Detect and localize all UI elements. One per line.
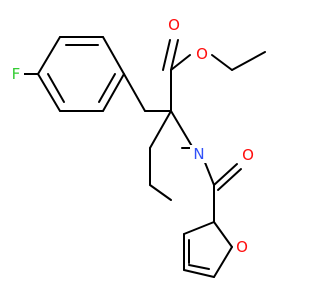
atom-label-furan-oxygen: O bbox=[233, 238, 251, 256]
ester-carbonyl-oxygen-label: O bbox=[168, 16, 180, 34]
piperidine-ring bbox=[149, 110, 194, 201]
atom-label-ester-oxygen: O bbox=[193, 45, 211, 63]
furan-ring bbox=[183, 221, 233, 278]
fluorophenyl-ring bbox=[37, 36, 125, 112]
atom-label-carbonyl-oxygen: O bbox=[166, 16, 182, 34]
furoyl-group bbox=[203, 159, 242, 223]
atom-label-fluorine: F bbox=[8, 65, 24, 83]
molecule-structure: F O O N O O bbox=[8, 16, 266, 278]
ester-oxygen-label: O bbox=[196, 45, 208, 63]
fluorine-label: F bbox=[12, 65, 21, 83]
atom-label-amide-oxygen: O bbox=[239, 146, 257, 164]
furan-oxygen-label: O bbox=[236, 238, 248, 256]
atom-label-nitrogen: N bbox=[190, 145, 208, 163]
ester-group bbox=[162, 39, 266, 112]
structure-canvas: F O O N O O bbox=[8, 16, 266, 278]
nitrogen-label: N bbox=[193, 145, 204, 163]
benzyl-ch2-bond-1 bbox=[123, 73, 146, 112]
amide-oxygen-label: O bbox=[242, 146, 254, 164]
